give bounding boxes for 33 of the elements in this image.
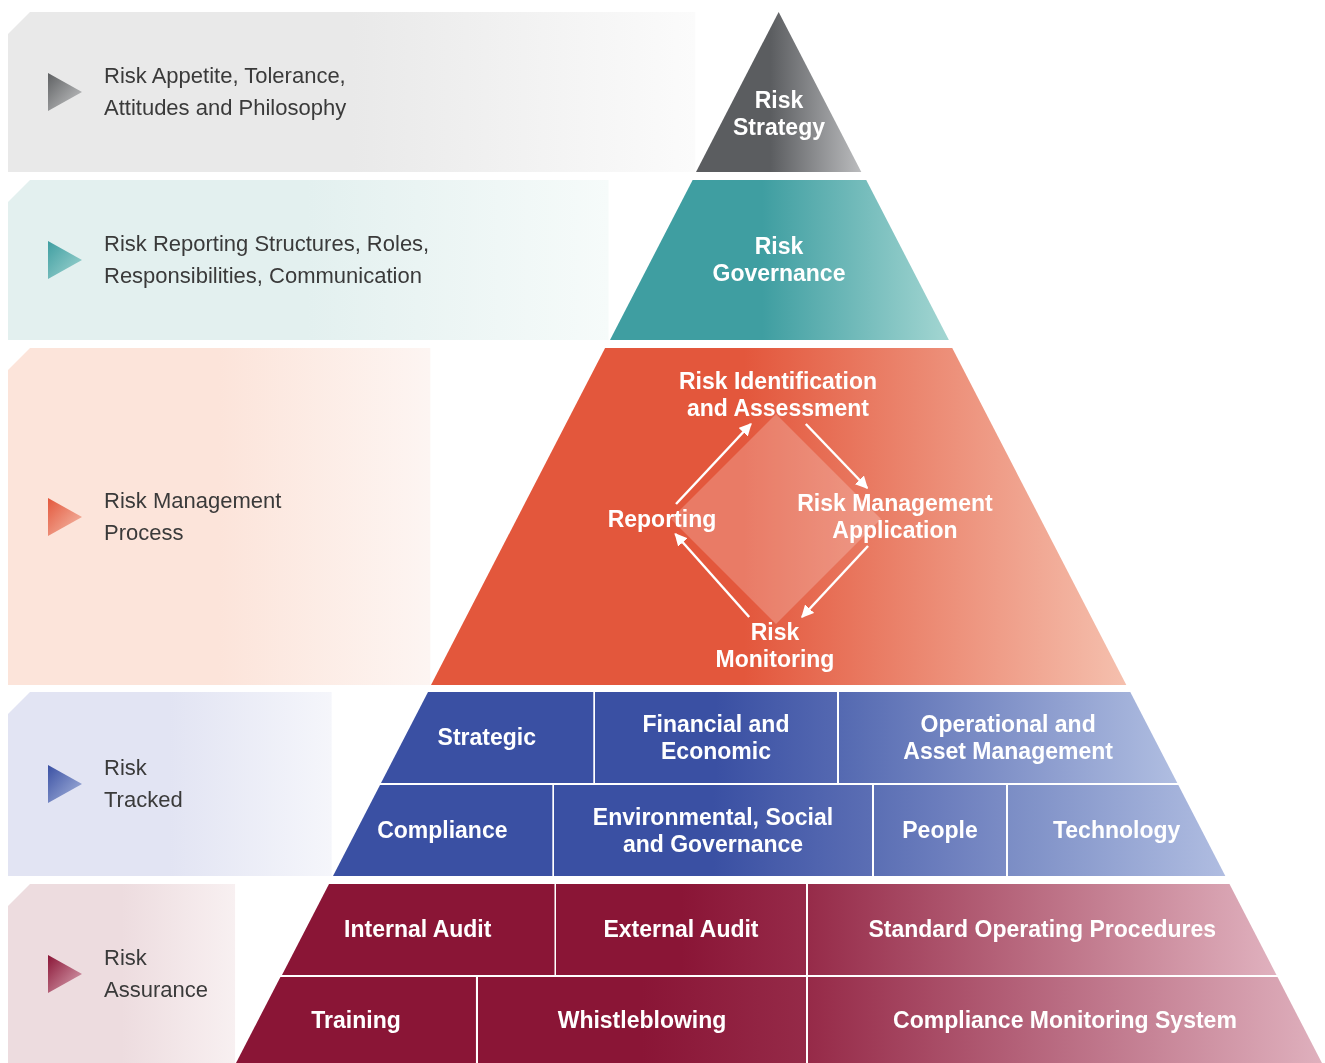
category-cell: Financial and Economic (595, 692, 837, 783)
category-cell: Compliance Monitoring System (808, 977, 1322, 1063)
category-cell: Strategic (380, 692, 593, 783)
category-cell: People (874, 785, 1006, 876)
band-text: Risk Assurance (104, 943, 209, 1004)
category-cell: External Audit (556, 884, 806, 975)
cycle-arrow (674, 533, 751, 618)
category-cell: Technology (1008, 785, 1226, 876)
cycle-step-label: Reporting (596, 504, 728, 534)
pyramid-tier: Risk Strategy (696, 12, 862, 172)
cycle-arrow (675, 423, 752, 505)
cycle-arrow (804, 423, 869, 489)
category-cell: Compliance (332, 785, 552, 876)
banner (8, 180, 609, 340)
band-text: Risk Tracked (104, 754, 184, 814)
cycle-step-label: Risk Identification and Assessment (655, 366, 901, 424)
cycle-arrow (801, 545, 869, 618)
pyramid-tier (431, 348, 1127, 685)
band-text: Risk Reporting Structures, Roles, Responsibilities, Communication (104, 230, 431, 290)
banner (8, 884, 236, 1063)
category-cell: Internal Audit (281, 884, 554, 975)
band-text: Risk Management Process (104, 486, 283, 547)
category-cell: Standard Operating Procedures (808, 884, 1277, 975)
band-text: Risk Appetite, Tolerance, Attitudes and Philosophy (104, 62, 348, 122)
cycle-step-label: Risk Management Application (782, 488, 1008, 546)
category-cell: Whistleblowing (478, 977, 806, 1063)
banner (8, 692, 332, 876)
banner (8, 348, 431, 685)
cycle-step-label: Risk Monitoring (700, 617, 850, 675)
category-cell: Environmental, Social and Governance (554, 785, 872, 876)
category-cell: Training (236, 977, 476, 1063)
category-cell: Operational and Asset Management (839, 692, 1178, 783)
pyramid-tier: Risk Governance (609, 180, 949, 340)
